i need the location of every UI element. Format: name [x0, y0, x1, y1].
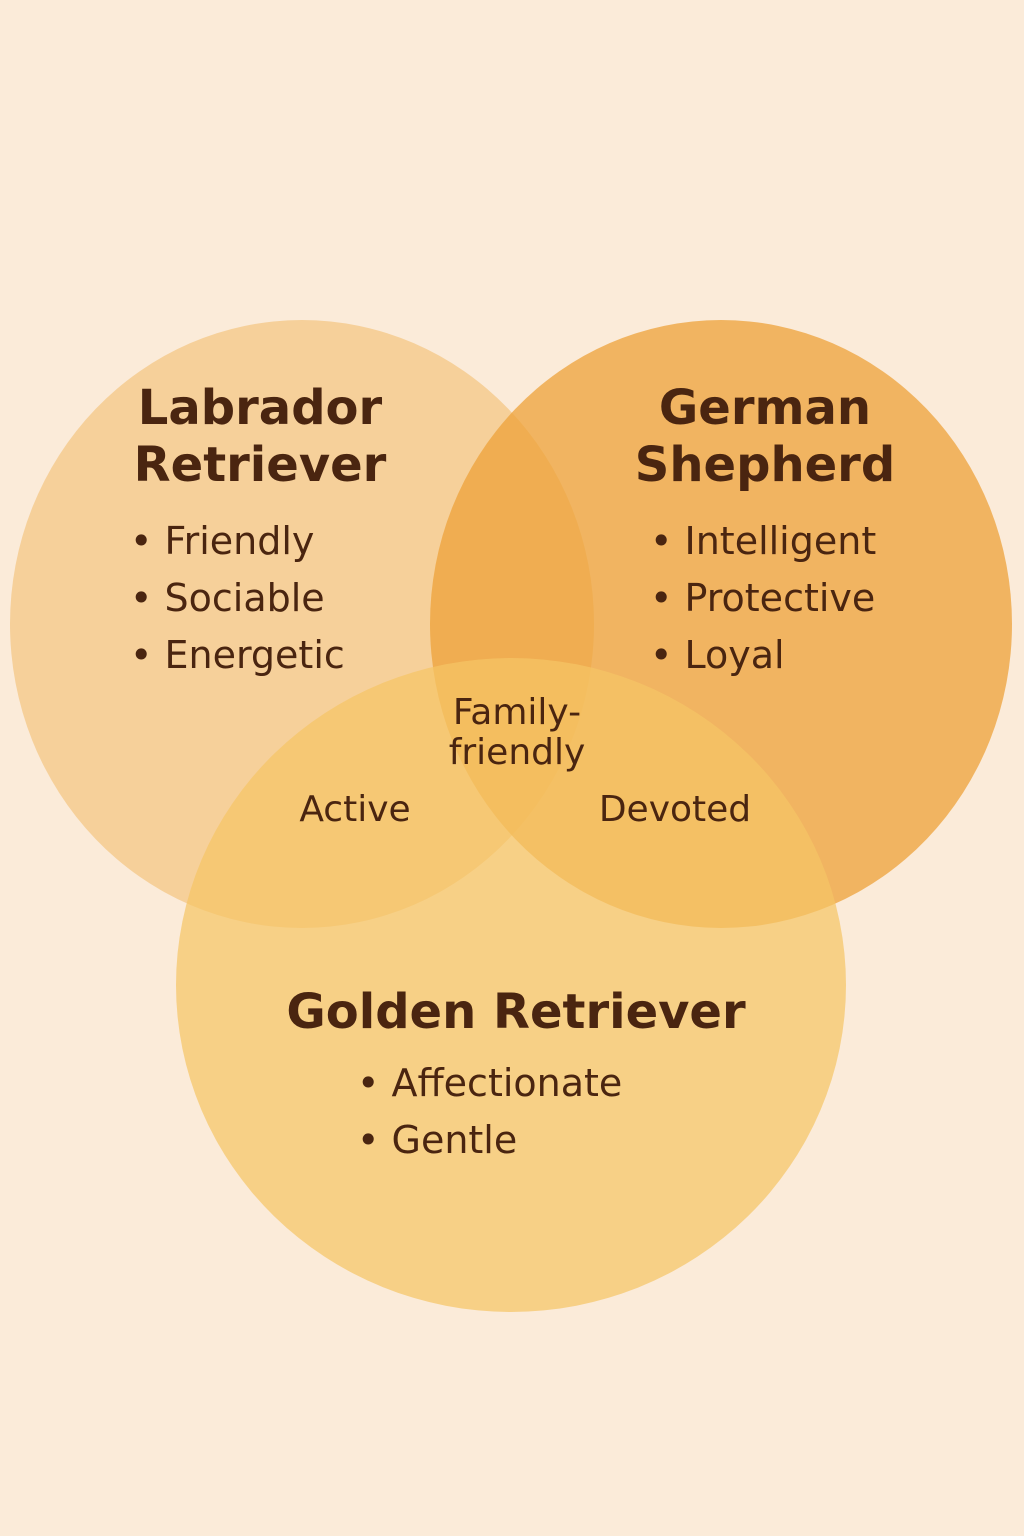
german-shepherd-title: German Shepherd: [615, 380, 915, 494]
golden-retriever-traits: Affectionate Gentle: [357, 1055, 623, 1169]
trait: Affectionate: [357, 1055, 623, 1112]
german-shepherd-traits: Intelligent Protective Loyal: [650, 513, 877, 684]
golden-retriever-circle: [176, 658, 846, 1312]
trait: Gentle: [357, 1112, 622, 1169]
labrador-title-line: Labrador: [137, 380, 383, 436]
trait: Intelligent: [650, 513, 877, 570]
labrador-title: Labrador Retriever: [110, 380, 410, 494]
trait: Protective: [650, 570, 876, 627]
trait: Friendly: [130, 513, 345, 570]
trait: Sociable: [130, 570, 345, 627]
overlap-all-line: friendly: [448, 732, 586, 773]
trait: Energetic: [130, 627, 345, 684]
overlap-shepherd-golden: Devoted: [598, 789, 752, 830]
german-shepherd-title-line: German: [658, 380, 872, 436]
labrador-traits: Friendly Sociable Energetic: [130, 513, 345, 684]
german-shepherd-title-line: Shepherd: [634, 437, 896, 493]
trait: Loyal: [650, 627, 876, 684]
golden-retriever-title: Golden Retriever: [286, 984, 746, 1040]
labrador-title-line: Retriever: [133, 437, 387, 493]
overlap-all-line: Family-: [452, 692, 582, 733]
overlap-all-three: Family- friendly: [432, 693, 602, 773]
overlap-labrador-golden: Active: [299, 789, 411, 830]
